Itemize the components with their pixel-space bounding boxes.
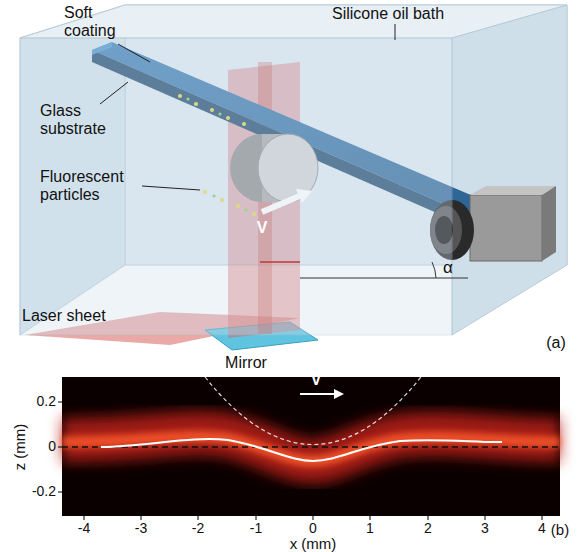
tick-label: 0 <box>48 439 56 454</box>
tick-label: 3 <box>481 521 489 536</box>
tick-label: -0.2 <box>32 484 56 499</box>
part-label: Mirror <box>225 354 267 372</box>
part-label: Fluorescent particles <box>40 168 140 203</box>
angle-label: α <box>443 259 453 278</box>
axis-title: x (mm) <box>290 536 337 552</box>
velocity-label: V <box>311 371 322 389</box>
tick-label: 4 <box>538 521 546 536</box>
axis-title: z (mm) <box>12 424 29 471</box>
part-label: Silicone oil bath <box>332 5 444 23</box>
tick-label: -4 <box>78 521 90 536</box>
tick-label: -1 <box>250 521 262 536</box>
part-label: Soft coating <box>64 4 134 39</box>
tick-label: 2 <box>424 521 432 536</box>
tick-label: -2 <box>192 521 204 536</box>
tick-label: -3 <box>135 521 147 536</box>
part-label: Laser sheet <box>22 307 106 325</box>
panel-label: (b) <box>551 522 569 539</box>
velocity-label: V <box>257 219 268 237</box>
tick-label: 0 <box>309 521 317 536</box>
tick-label: 1 <box>366 521 374 536</box>
part-label: Glass substrate <box>40 102 120 137</box>
panel-label: (a) <box>546 334 566 352</box>
tick-label: 0.2 <box>37 394 56 409</box>
